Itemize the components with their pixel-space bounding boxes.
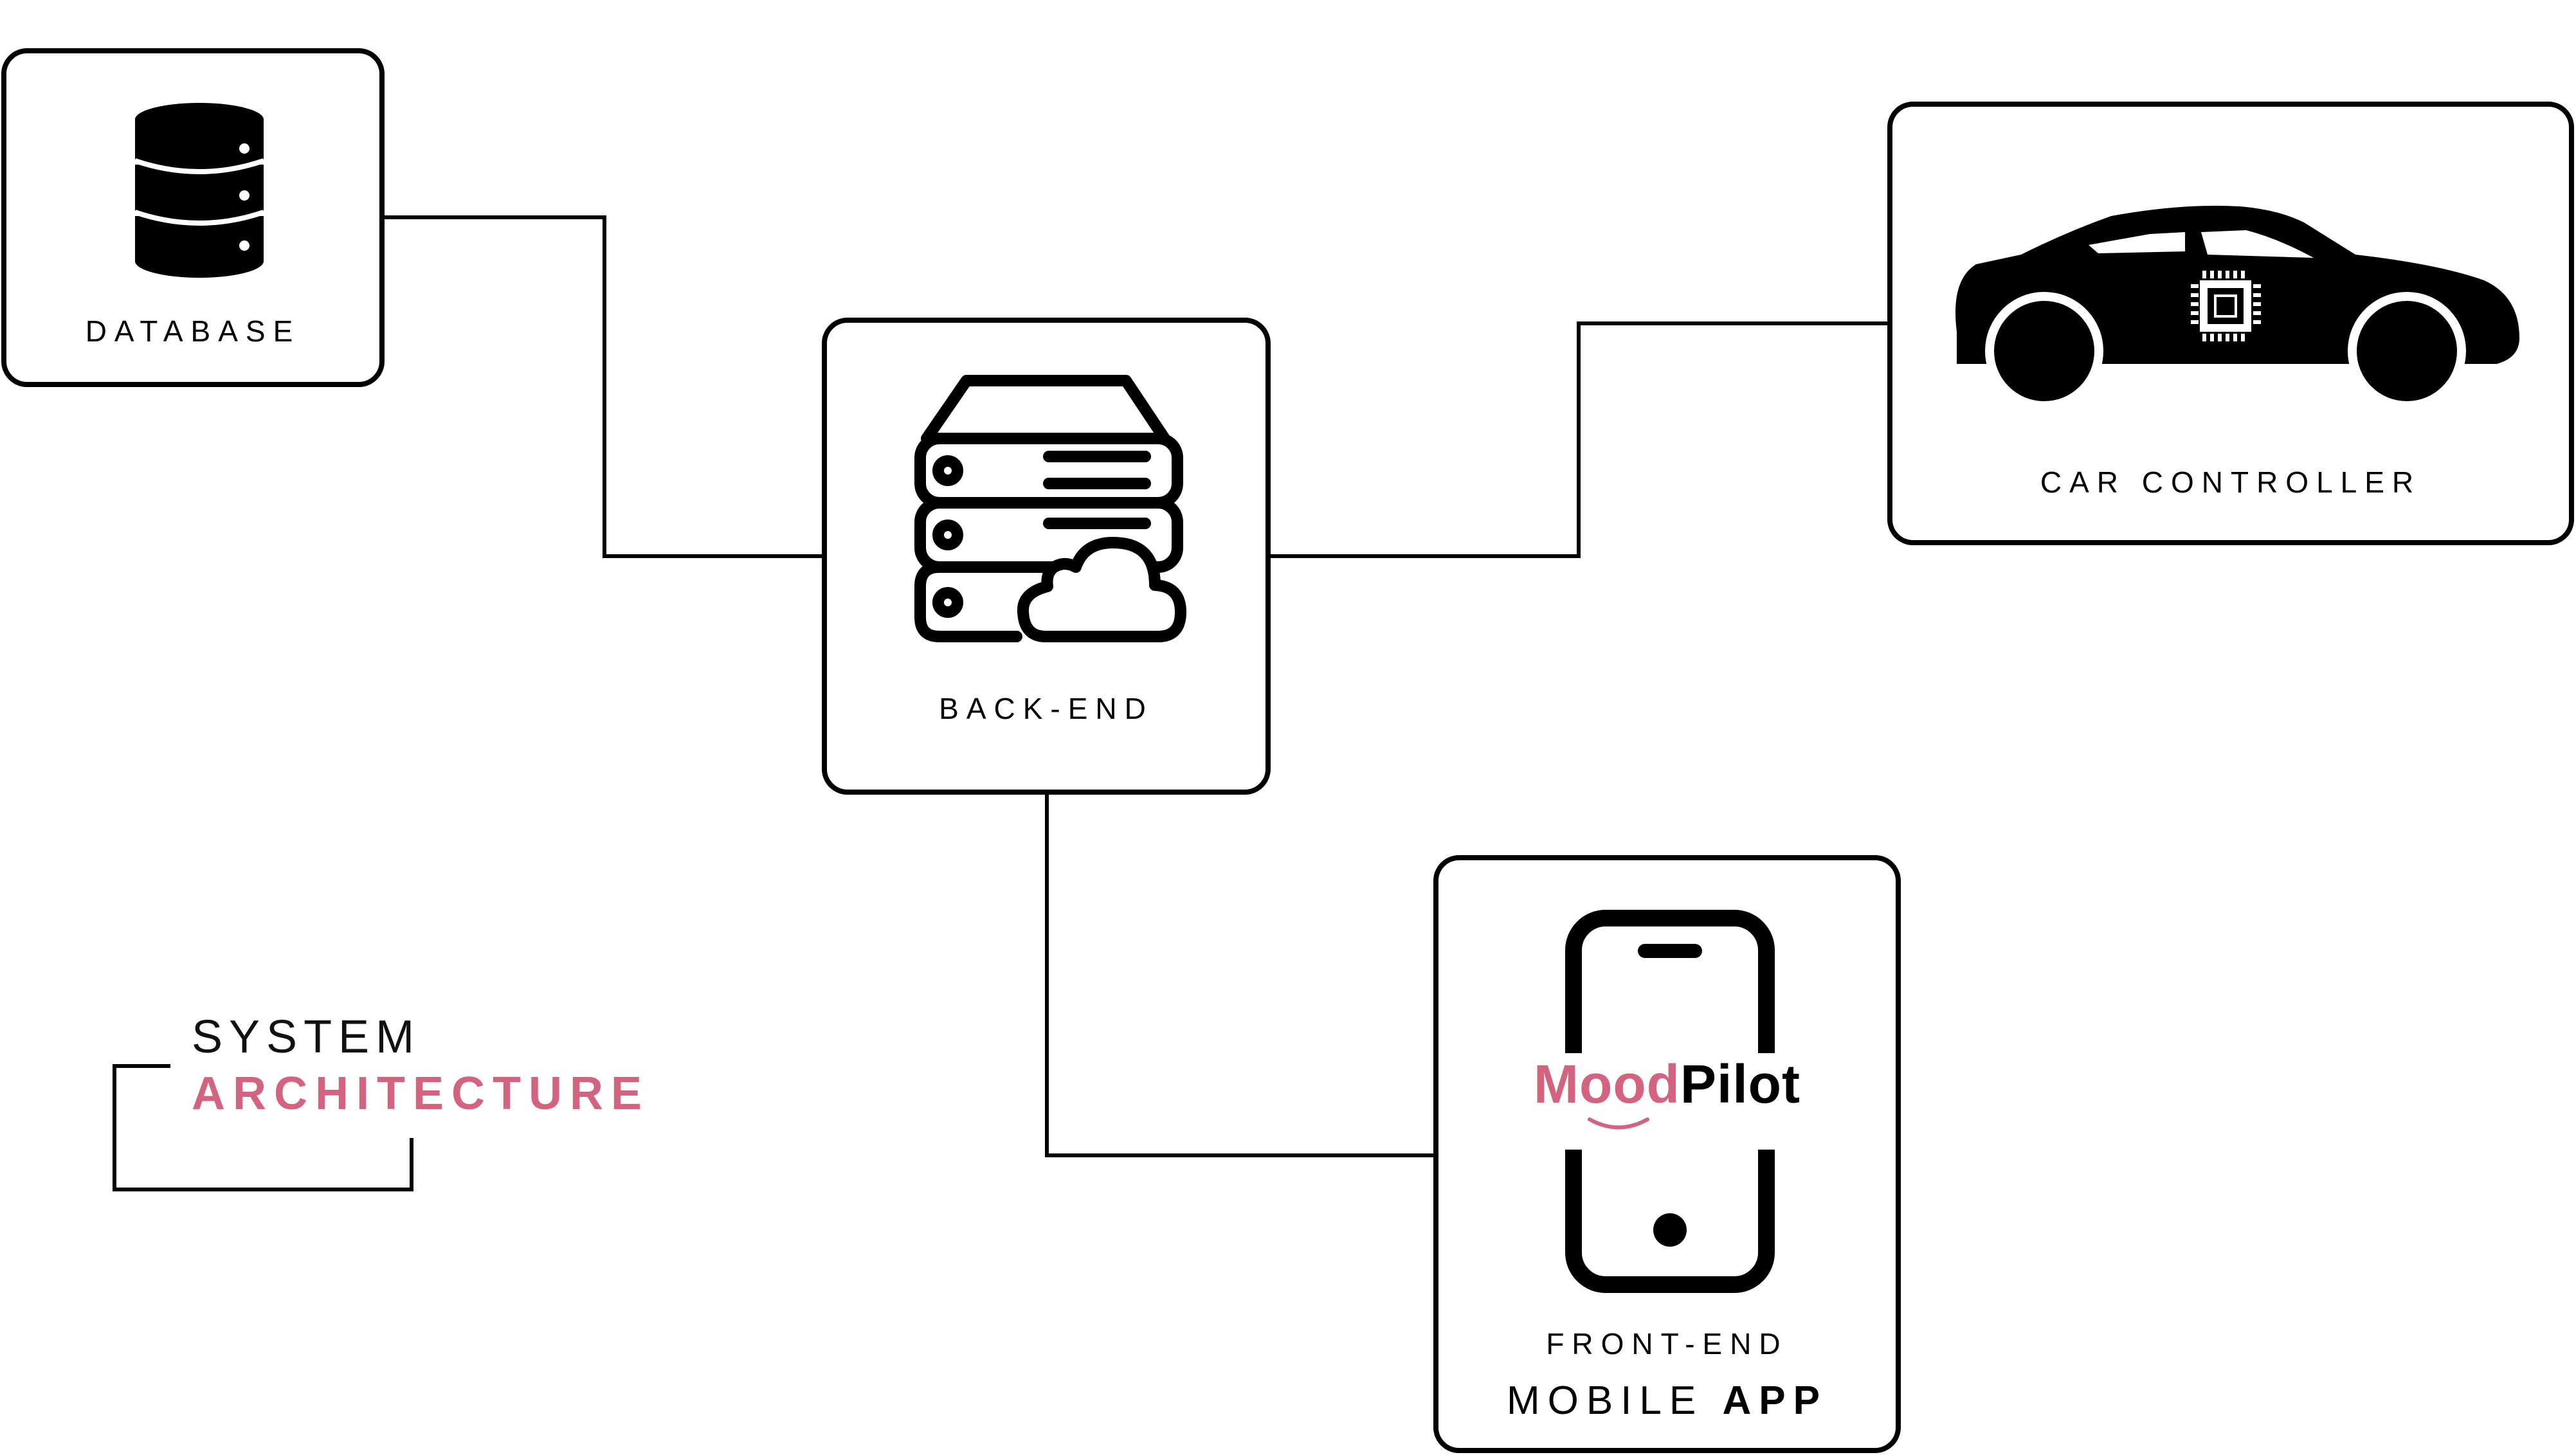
smile-curve-icon xyxy=(1588,1117,1649,1130)
title-line-architecture: ARCHITECTURE xyxy=(192,1068,649,1119)
moodpilot-logo: MoodPilot xyxy=(1438,1053,1896,1116)
title-bracket xyxy=(113,1064,413,1191)
database-icon xyxy=(134,103,265,278)
mobile-app-label-regular: MOBILE xyxy=(1506,1378,1704,1423)
title-line-system: SYSTEM xyxy=(192,1011,421,1063)
mobile-app-label-bold: APP xyxy=(1722,1378,1828,1423)
car-chip-icon xyxy=(1955,206,2519,410)
backend-label: BACK-END xyxy=(939,692,1154,725)
server-cloud-icon xyxy=(914,375,1186,642)
frontend-label: FRONT-END xyxy=(1546,1327,1788,1360)
smartphone-icon xyxy=(1564,910,1776,1293)
connector-backend-car xyxy=(1268,321,1891,558)
connector-backend-frontend xyxy=(1045,793,1436,1157)
car-controller-node[interactable]: CAR CONTROLLER xyxy=(1887,102,2574,545)
mobile-app-label: MOBILE APP xyxy=(1438,1378,1896,1423)
frontend-node[interactable]: MoodPilot FRONT-END MOBILE APP xyxy=(1433,855,1901,1453)
database-node[interactable]: DATABASE xyxy=(1,48,385,387)
database-label: DATABASE xyxy=(85,314,301,348)
brand-mood: Mood xyxy=(1534,1054,1680,1114)
microchip-icon xyxy=(2191,271,2261,341)
car-controller-label: CAR CONTROLLER xyxy=(2040,465,2422,499)
connector-database-backend xyxy=(385,215,824,558)
backend-node[interactable]: BACK-END xyxy=(822,318,1271,795)
brand-pilot: Pilot xyxy=(1680,1054,1800,1114)
